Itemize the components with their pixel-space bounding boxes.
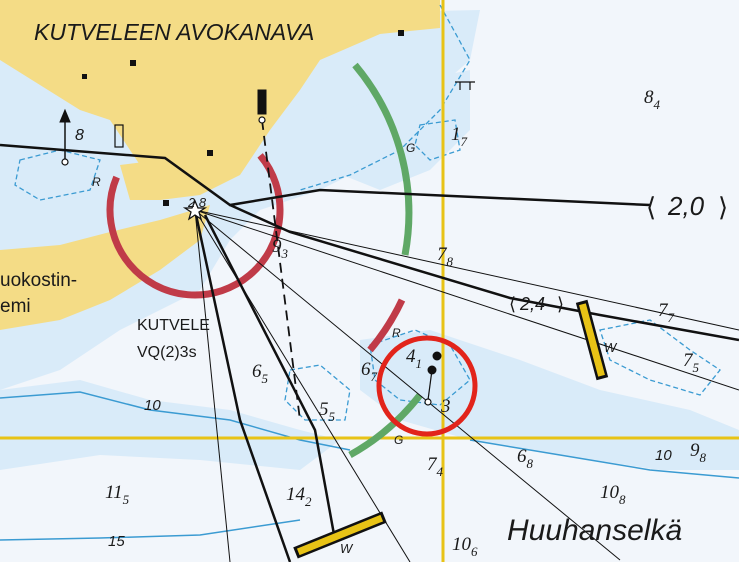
place-fragment-1: uokostin- — [0, 270, 77, 291]
route-depth-2-close: ⟩ — [557, 294, 564, 314]
leading-mark-w2: W — [340, 541, 354, 556]
building-dot — [130, 60, 136, 66]
leading-mark-fill — [296, 514, 384, 556]
contour-10-line — [0, 391, 351, 451]
reef-buoy-base — [424, 398, 432, 406]
shallow-water-reef — [360, 330, 739, 470]
pier-marks — [114, 81, 475, 148]
lighthouse-star-icon[interactable] — [182, 199, 208, 221]
reef-buoy-stem — [427, 369, 433, 401]
beacon-base — [61, 158, 69, 166]
leading-mark-w1: W — [604, 340, 618, 355]
bearing-line — [194, 209, 411, 562]
leading-mark-fill — [579, 303, 605, 377]
spar-marker-base — [258, 116, 266, 124]
wreck-mark — [455, 81, 475, 90]
leading-mark-east — [575, 299, 609, 381]
light-character-label: VQ(2)3s — [137, 344, 197, 361]
bearing-line — [194, 209, 231, 562]
leading-line-dashed — [261, 119, 301, 421]
bearing-line — [194, 209, 621, 561]
contour-15-label: 15 — [108, 533, 125, 550]
red-sector-arc-short — [367, 298, 406, 353]
reef-buoys — [424, 351, 442, 406]
route-depth-2-open: ⟨ — [509, 294, 516, 314]
beacon-symbol — [59, 108, 71, 166]
land-north — [0, 0, 440, 200]
green-sector-arc — [352, 62, 413, 256]
building-dot — [82, 74, 87, 79]
route-secondary — [229, 203, 739, 342]
bearing-line — [194, 209, 739, 331]
sector-letter-r2: R — [392, 326, 401, 340]
light-depth-label: 2 8 — [187, 195, 207, 210]
route-depth-2-label: 2,4 — [519, 294, 545, 314]
land-peninsula — [0, 205, 210, 330]
contour-15-line — [0, 519, 301, 541]
spar-marker — [257, 89, 267, 124]
route-depth-1-label: 2,0 — [667, 191, 705, 221]
sector-letter-g2: G — [394, 433, 403, 447]
sector-letter-g1: G — [406, 141, 415, 155]
contour-10-line-east — [469, 439, 739, 479]
contour-line — [414, 119, 461, 161]
beacon-depth-label: 8 — [75, 127, 84, 144]
building-dot — [163, 200, 169, 206]
building-dots — [82, 30, 404, 206]
green-sector-arc-south — [348, 392, 423, 459]
island-small — [120, 160, 175, 200]
contour-10a-label: 10 — [144, 397, 161, 414]
route-depth-1-open: ⟨ — [646, 192, 656, 222]
place-fragment-2: emi — [0, 296, 31, 317]
pier-mark — [114, 124, 124, 148]
contour-line — [299, 4, 471, 191]
red-sector-arc — [106, 121, 284, 299]
bearing-line — [194, 209, 739, 391]
route-depth-1-close: ⟩ — [718, 192, 728, 222]
depth-sounding: 3 — [440, 396, 451, 417]
contour-line — [284, 364, 351, 421]
sector-letter-r1: R — [92, 175, 101, 189]
beacon-topmark — [59, 108, 71, 123]
route-south — [193, 209, 292, 562]
building-dot — [207, 150, 213, 156]
reef-buoy — [432, 351, 442, 361]
building-dot — [398, 30, 404, 36]
channel-name-label: KUTVELEEN AVOKANAVA — [34, 19, 314, 45]
contour-10b-label: 10 — [655, 447, 672, 464]
shallow-water-south — [0, 380, 340, 470]
light-name-label: KUTVELE — [137, 317, 210, 334]
highlight-circle[interactable] — [376, 335, 478, 437]
route-lines — [0, 119, 739, 562]
spar-marker-body — [257, 89, 267, 115]
sea-area-label: Huuhanselkä — [507, 514, 682, 547]
contour-line — [369, 329, 471, 406]
contour-solid-group — [0, 391, 739, 541]
leading-mark-south — [293, 511, 387, 559]
